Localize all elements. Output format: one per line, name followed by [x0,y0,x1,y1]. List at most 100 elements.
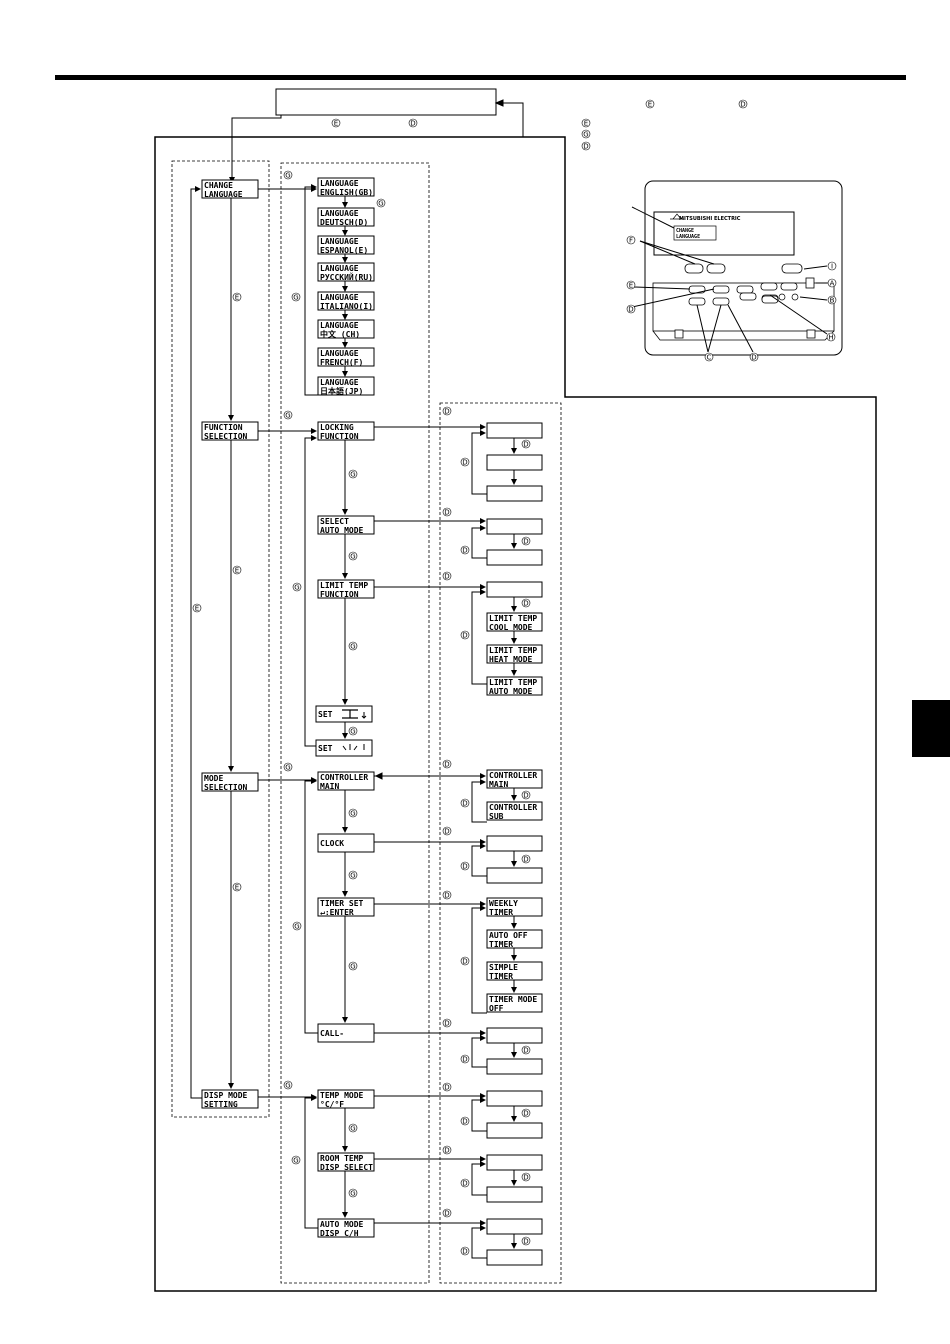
controller-option-1-frame [486,801,543,821]
language-option-5-frame [317,319,375,339]
disp-item-temp-mode-frame [317,1089,375,1109]
auto-disp-setting-1 [486,1218,543,1235]
locking-setting-3-frame [486,485,543,502]
marker-d: D [442,1145,452,1155]
marker-d: D [442,1018,452,1028]
connector [803,265,828,270]
svg-text:G: G [583,131,588,139]
language-option-5-line-0: LANGUAGE [320,321,359,330]
connector [471,589,487,685]
marker-d: D [460,861,470,871]
svg-text:D: D [444,1020,449,1028]
language-option-3-line-0: LANGUAGE [320,264,359,273]
svg-text:D: D [444,1147,449,1155]
marker-d: D [460,1116,470,1126]
remote-lcd-line-1: LANGUAGE [676,234,700,240]
timer-option-0-frame [486,897,543,917]
function-item-select-auto-mode-frame [317,515,375,535]
language-option-0-line-0: LANGUAGE [320,179,359,188]
connector [633,286,691,290]
main-menu-mode-selection-line-1: SELECTION [204,783,248,792]
marker-g: G [283,410,293,420]
limit-temp-option-0-frame [486,612,543,632]
language-option-6-line-1: FRENCH(F) [320,358,363,367]
main-menu-column [171,160,270,1118]
svg-text:G: G [350,1190,355,1198]
svg-text:E: E [629,282,633,290]
limit-temp-setting-1-frame [486,581,543,598]
marker-g: G [581,129,591,139]
marker-d: D [442,759,452,769]
svg-text:D: D [462,1248,467,1256]
connector [639,240,696,265]
auto-mode-setting-2 [486,549,543,566]
temp-mode-setting-2 [486,1122,543,1139]
auto-mode-setting-1-frame [486,518,543,535]
marker-d: D [460,630,470,640]
svg-text:D: D [523,792,528,800]
mode-item-clock: CLOCK [317,833,375,853]
svg-text:G: G [294,923,299,931]
timer-option-3-line-1: OFF [489,1004,504,1013]
arrow-head [374,772,383,780]
room-temp-setting-2-frame [486,1186,543,1203]
mode-item-clock-frame [317,833,375,853]
controller-option-0-line-1: MAIN [489,780,508,789]
svg-text:D: D [444,408,449,416]
svg-text:G: G [294,584,299,592]
svg-text:G: G [285,1082,290,1090]
marker-d: D [442,507,452,517]
setting-column [439,402,562,1284]
marker-d: D [460,457,470,467]
vane-icon [342,709,358,719]
svg-text:G: G [350,963,355,971]
marker-g: G [283,762,293,772]
limit-temp-option-1-line-1: HEAT MODE [489,655,533,664]
language-option-0-line-1: ENGLISH(GB) [320,188,373,197]
marker-e: E [232,292,242,302]
limit-temp-option-1-line-0: LIMIT TEMP [489,646,537,655]
svg-text:D: D [628,306,633,314]
locking-setting-1-frame [486,422,543,439]
svg-text:G: G [285,412,290,420]
call-setting-1 [486,1027,543,1044]
svg-text:G: G [350,872,355,880]
language-option-1-line-0: LANGUAGE [320,209,359,218]
connector [471,430,487,495]
function-item-select-auto-mode-line-1: AUTO MODE [320,526,364,535]
svg-text:F: F [629,237,633,245]
marker-e: E [192,603,202,613]
language-option-4-frame [317,291,375,311]
marker-d: D [521,854,531,864]
svg-text:D: D [444,761,449,769]
svg-text:D: D [444,892,449,900]
connector [696,304,709,353]
marker-d: D [521,1172,531,1182]
marker-g: G [348,1123,358,1133]
auto-disp-setting-1-frame [486,1218,543,1235]
svg-text:D: D [444,828,449,836]
svg-text:D: D [462,800,467,808]
limit-temp-option-2-line-1: AUTO MODE [489,687,533,696]
marker-e: E [232,882,242,892]
disp-item-room-temp-line-1: DISP SELECT [320,1163,373,1172]
connector [229,115,282,183]
marker-g: G [292,921,302,931]
language-option-5-line-1: 中文 (CH) [320,329,360,339]
connector [471,843,487,877]
marker-g: G [348,1188,358,1198]
mode-item-controller-frame [317,771,375,791]
timer-option-1-line-1: TIMER [489,940,513,949]
svg-text:D: D [462,1118,467,1126]
function-item-locking-line-1: FUNCTION [320,432,359,441]
language-option-0-frame [317,177,375,197]
call-setting-2 [486,1058,543,1075]
auto-mode-setting-1 [486,518,543,535]
svg-text:D: D [462,1056,467,1064]
